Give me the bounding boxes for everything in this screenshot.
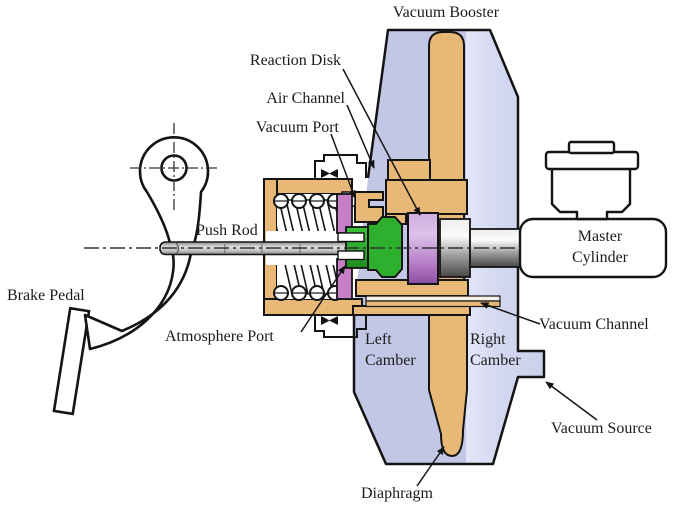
brake-pedal-lever: [83, 136, 210, 351]
seal-bracket-bottom: [314, 315, 367, 338]
air-slot-lower: [337, 250, 365, 261]
leader-diaphragm: [416, 446, 445, 487]
valve-body-upper-step: [387, 159, 431, 181]
reservoir-cup: [550, 166, 632, 221]
leader-atmosphere-port: [300, 265, 346, 333]
vacuum-channel-band: [365, 300, 501, 308]
seal-x-top: [321, 169, 338, 178]
leader-lines: [300, 68, 598, 487]
valve-housing-bottom-bar: [263, 298, 363, 316]
booster-shell-outline: [352, 28, 546, 466]
seal-x-glyphs: [321, 169, 338, 325]
valve-body-upper-block: [385, 179, 468, 215]
leader-vacuum-port: [330, 133, 356, 199]
label-vacuum-booster: Vacuum Booster: [392, 4, 500, 21]
pivot-crosshairs: [130, 123, 219, 213]
poppet-seal-brackets: [314, 154, 367, 338]
hub-flange-lower-lip: [352, 305, 471, 316]
master-cylinder-group: [518, 140, 668, 279]
label-vacuum-port: Vacuum Port: [255, 119, 339, 136]
valve-plunger: [367, 216, 403, 278]
seal-bracket-top: [314, 154, 367, 178]
label-brake-pedal: Brake Pedal: [7, 287, 85, 304]
leader-vacuum-source: [545, 381, 598, 421]
label-push-rod: Push Rod: [196, 222, 258, 239]
leader-vacuum-channel: [480, 302, 541, 325]
spring-end-beads: [273, 193, 343, 301]
label-atmosphere-port: Atmosphere Port: [165, 328, 274, 345]
brake-pedal-pad: [52, 306, 91, 416]
reservoir-lid: [544, 150, 640, 171]
vacuum-channel-gap: [365, 295, 501, 302]
diaphragm-lower-tongue: [428, 313, 468, 458]
leader-reaction-disk: [342, 68, 421, 216]
seal-x-bottom: [321, 316, 338, 325]
label-vacuum-channel: Vacuum Channel: [539, 316, 649, 333]
vacuum-port-passage: [354, 191, 384, 223]
push-rod-clevis-line: [175, 242, 180, 255]
reservoir-cap: [567, 140, 616, 155]
atmosphere-air-slots: [337, 232, 365, 261]
leader-air-channel: [346, 104, 375, 169]
brake-pedal-group: [52, 123, 219, 416]
vacuum-channel-strips: [365, 295, 501, 308]
label-reaction-disk: Reaction Disk: [249, 52, 341, 69]
label-air-channel: Air Channel: [266, 90, 345, 107]
label-vacuum-source: Vacuum Source: [551, 420, 652, 437]
air-slot-upper: [337, 232, 365, 243]
label-diaphragm: Diaphragm: [361, 485, 433, 502]
